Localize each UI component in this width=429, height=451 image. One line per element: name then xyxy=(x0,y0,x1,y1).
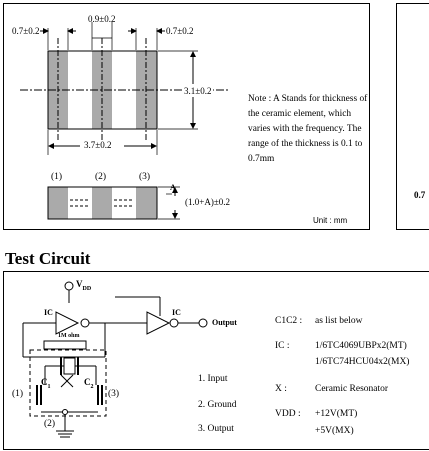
c2-subscript: 2 xyxy=(90,383,94,390)
spec-x-key: X : xyxy=(275,384,287,394)
c1-label: C1 xyxy=(41,377,51,390)
spec-ic-value-2: 1/6TC74HCU04x2(MX) xyxy=(315,357,410,367)
dim-height-label: 3.1±0.2 xyxy=(182,86,214,96)
node-3-label: (3) xyxy=(108,389,120,399)
test-circuit-title: Test Circuit xyxy=(5,249,91,268)
spec-ic-key: IC : xyxy=(275,341,290,351)
right-drawing-panel xyxy=(396,3,429,230)
resistor-label: 1M ohm xyxy=(58,333,80,339)
pin-input: 1. Input xyxy=(198,374,228,384)
c2-text: C xyxy=(84,377,91,387)
dim-thickness-marker: A xyxy=(170,183,176,192)
vdd-subscript: DD xyxy=(82,285,92,292)
output-label: Output xyxy=(212,318,237,327)
node-2-label: (2) xyxy=(44,419,56,429)
spec-c1c2-value: as list below xyxy=(315,316,363,326)
spec-vdd-value-1: +12V(MT) xyxy=(315,409,358,419)
side-view-package xyxy=(47,186,158,220)
note-text: Note : A Stands for thickness of the cer… xyxy=(248,94,368,164)
spec-vdd-value-2: +5V(MX) xyxy=(315,426,354,436)
pin-output: 3. Output xyxy=(198,424,234,434)
vdd-label: VDD xyxy=(76,279,91,292)
side-pin-3: (3) xyxy=(139,172,151,182)
top-view-package xyxy=(20,38,230,140)
c1-subscript: 1 xyxy=(47,383,51,390)
dim-pad-width-label: 0.7±0.2 xyxy=(12,26,40,36)
unit-label: Unit : mm xyxy=(313,216,348,225)
dim-thickness-label: (1.0+A)±0.2 xyxy=(185,197,231,207)
c2-label: C2 xyxy=(84,377,94,390)
vdd-text: V xyxy=(76,279,83,289)
c1-text: C xyxy=(41,377,48,387)
pin-ground: 2. Ground xyxy=(198,400,237,410)
right-panel-fragment: 0.7 xyxy=(414,190,426,200)
side-pin-1: (1) xyxy=(51,172,63,182)
node-1-label: (1) xyxy=(12,389,24,399)
dim-length-label: 3.7±0.2 xyxy=(82,140,114,150)
dim-pad-width-right-label: 0.7±0.2 xyxy=(166,26,194,36)
spec-x-value: Ceramic Resonator xyxy=(315,384,389,394)
spec-vdd-key: VDD : xyxy=(275,409,301,419)
ic-right-label: IC xyxy=(172,308,181,317)
spec-ic-value-1: 1/6TC4069UBPx2(MT) xyxy=(315,341,407,351)
ic-left-label: IC xyxy=(44,308,53,317)
side-pin-2: (2) xyxy=(95,172,107,182)
dim-pad-gap-label: 0.9±0.2 xyxy=(88,14,116,24)
spec-c1c2-key: C1C2 : xyxy=(275,316,303,326)
